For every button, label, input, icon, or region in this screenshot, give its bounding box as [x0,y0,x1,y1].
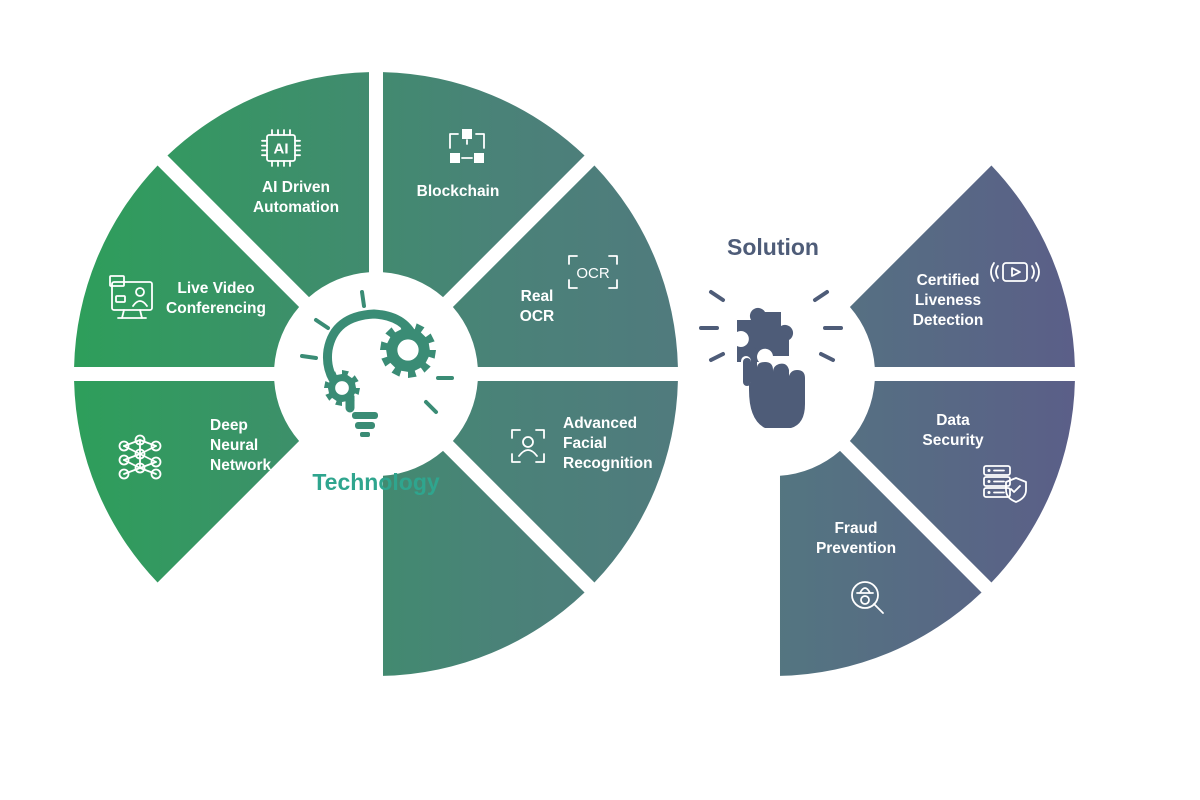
icons-layer: AI OCR [109,129,1040,614]
solution-center: Solution [699,234,843,428]
technology-center: Technology [300,290,454,495]
segment-label-on-premise-cloud: On-Premise & Cloud [659,510,746,547]
segment-label-line: AI Driven [262,179,330,196]
technology-title: Technology [312,469,440,495]
blockchain-icon [449,129,485,163]
segment-label-line: Certified [917,272,980,289]
liveness-video-icon [990,262,1040,282]
segment-blockchain [382,72,585,298]
ocr-scan-icon: OCR [568,255,618,289]
segment-advanced-facial-recognition [452,380,678,583]
segment-label-line: Automation [253,199,339,216]
segment-fraud-prevention [779,450,982,676]
segment-data-security [849,380,1075,583]
ai-chip-text: AI [274,141,289,158]
segment-real-ocr [452,165,678,368]
segment-label-line: Prevention [816,540,896,557]
segment-label-line: Live Video [177,280,254,297]
segment-ai-driven-automation [167,72,370,298]
lightbulb-gears-icon [300,290,454,437]
segment-label-blockchain: Blockchain [417,183,500,200]
segment-label-line: Security [922,432,984,449]
segment-label-line: Deep [210,417,248,434]
fraud-search-icon [851,581,884,614]
segment-label-line: Recognition [563,455,653,472]
segment-label-line: Conferencing [166,300,266,317]
segment-on-premise-cloud [382,450,585,676]
segment-label-line: Liveness [915,292,981,309]
video-conference-icon [109,275,153,319]
segment-label-line: Facial [563,435,607,452]
face-scan-icon [511,429,545,463]
ai-chip-icon: AI [261,129,301,167]
segment-label-line: Data [936,412,970,429]
segment-label-line: Advanced [563,415,637,432]
segment-label-line: OCR [520,308,554,325]
puzzle-hand-icon [699,290,843,428]
neural-network-icon [118,434,162,480]
segment-label-line: Fraud [834,520,877,537]
segment-label-line: Blockchain [417,183,500,200]
segment-label-line: Neural [210,437,258,454]
segment-deep-neural-network [74,380,300,583]
solution-title: Solution [727,234,819,260]
segment-live-video-conferencing [74,165,300,368]
server-shield-icon [983,465,1027,503]
segment-certified-liveness-detection [849,165,1075,368]
segment-label-line: Real [521,288,554,305]
ocr-icon-text: OCR [576,265,610,282]
segment-label-line: & Cloud [673,530,732,547]
segments-layer [74,72,1075,676]
cloud-server-icon [664,577,701,613]
segment-label-line: Detection [913,312,984,329]
segment-label-line: Network [210,457,272,474]
segment-label-line: On-Premise [659,510,746,527]
